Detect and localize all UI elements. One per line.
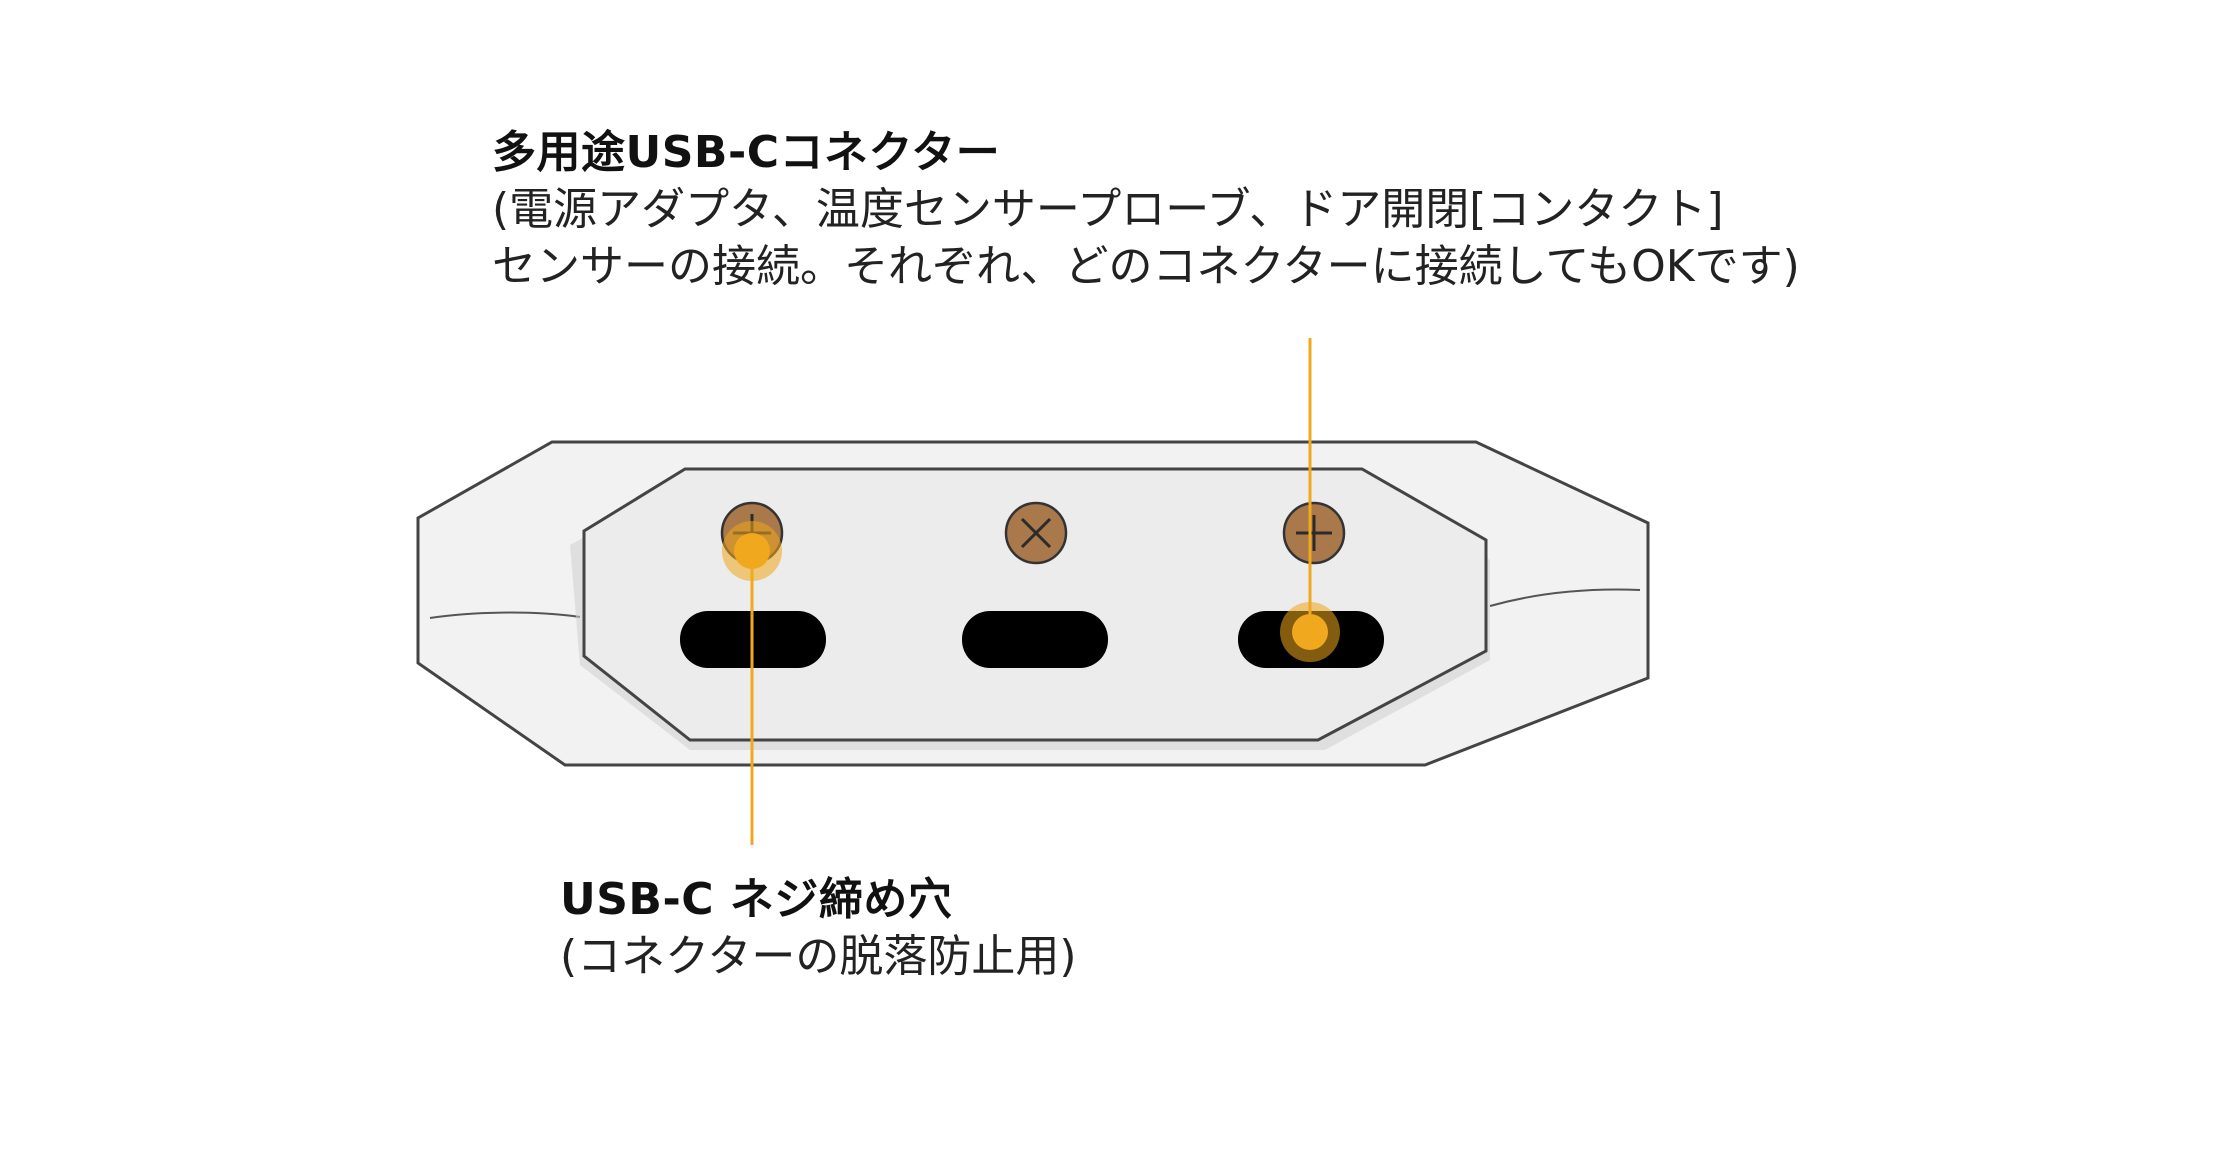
screw-hole-3: [1282, 501, 1346, 565]
connector-panel: [582, 467, 1488, 742]
screw-hole-2: [1004, 501, 1068, 565]
callout-dot-screw: [734, 533, 770, 569]
screw-label-title: USB-C ネジ締め穴: [560, 874, 953, 925]
screw-callout-label: USB-C ネジ締め穴 (コネクターの脱落防止用): [560, 871, 1760, 985]
screw-label-desc-line-1: (コネクターの脱落防止用): [560, 931, 1077, 983]
connector-label-title: 多用途USB-Cコネクター: [492, 127, 1001, 178]
body-seam-right: [1489, 588, 1641, 607]
body-seam-left: [429, 611, 581, 619]
connector-label-desc-line-1: (電源アダプタ、温度センサープローブ、ドア開閉[コンタクト]: [492, 184, 1724, 236]
connector-label-desc-line-2: センサーの接続。それぞれ、どのコネクターに接続してもOKです): [492, 241, 1800, 293]
usb-c-port-2: [962, 611, 1108, 668]
callout-dot-connector: [1292, 614, 1328, 650]
connector-callout-label: 多用途USB-Cコネクター (電源アダプタ、温度センサープローブ、ドア開閉[コン…: [492, 124, 2092, 296]
